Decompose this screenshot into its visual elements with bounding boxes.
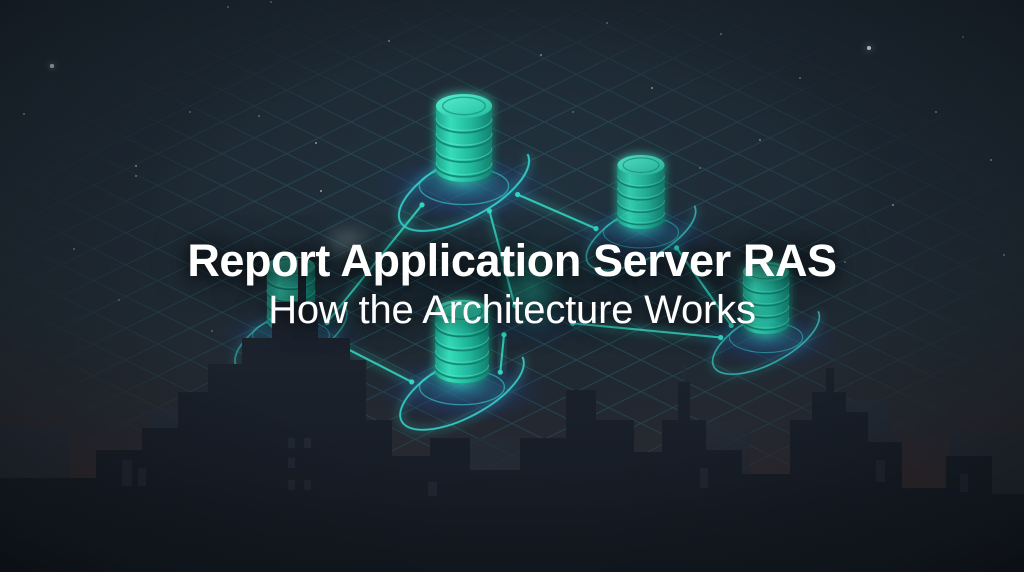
database-cylinder	[435, 94, 493, 182]
page-title: Report Application Server RAS	[187, 235, 837, 286]
database-cylinder	[616, 155, 666, 229]
link-endpoint-dot	[593, 226, 599, 232]
link-endpoint-dot	[419, 202, 425, 208]
link-endpoint-dot	[515, 191, 521, 198]
page-subtitle: How the Architecture Works	[268, 287, 756, 332]
hero-text-block: Report Application Server RAS How the Ar…	[0, 238, 1024, 333]
